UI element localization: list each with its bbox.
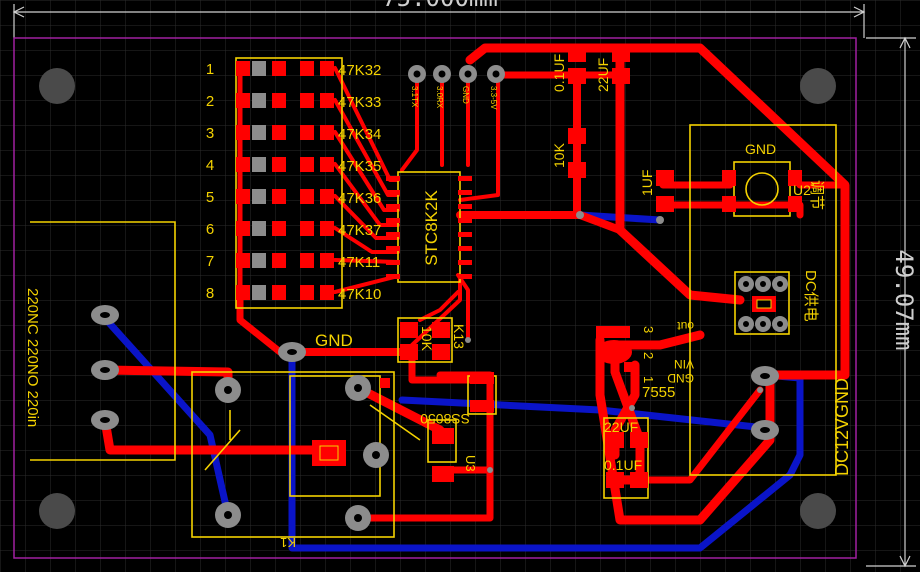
- regulator-pin-number: 3: [641, 326, 656, 333]
- resistor-label: 47K10: [338, 286, 381, 303]
- row-number: 7: [206, 253, 214, 270]
- regulator-pin-name: GND: [667, 371, 694, 385]
- mcu-label: STC8K2K: [422, 190, 441, 266]
- resistor-label-10k-top: 10K: [551, 142, 567, 168]
- transistor-label: SS8050: [420, 411, 470, 427]
- regulator-pin-number: 2: [641, 352, 656, 359]
- silkscreen-outlines: [30, 57, 837, 538]
- resistor-label-10k-mid: 10K: [419, 326, 435, 352]
- row-numbers: 1 2 3 4 5 6 7 8: [206, 61, 214, 302]
- gnd-label-button: GND: [745, 141, 776, 157]
- row-number: 1: [206, 61, 214, 78]
- connector-label: GND: [461, 86, 470, 104]
- resistor-labels: 47K32 47K33 47K34 47K35 47K36 47K37 47K1…: [338, 62, 381, 303]
- header-pads: [236, 61, 334, 300]
- row-number: 2: [206, 93, 214, 110]
- mounting-hole-bottom-left: [39, 493, 75, 529]
- gnd-via-pad: [278, 342, 306, 362]
- regulator-pin-name: VIN: [674, 357, 694, 371]
- mains-pin-labels: 220NC 220NO 220in: [24, 288, 41, 427]
- width-dimension: [12, 4, 866, 38]
- width-dimension-label: 75.000mm: [382, 0, 498, 12]
- mcu-pads: [386, 176, 472, 279]
- dc-power-label: DC供电: [802, 270, 819, 322]
- height-dimension-label: 49.07mm: [890, 249, 918, 350]
- connector-labels: 3.1TX 3.0RX GND 3.3-5V: [410, 86, 498, 110]
- resistor-label: 47K37: [338, 222, 381, 239]
- resistor-label: 47K11: [338, 254, 380, 271]
- u2-label: U2: [793, 182, 811, 198]
- power-connector-pads: [751, 366, 779, 440]
- row-number: 8: [206, 285, 214, 302]
- dc-switch-pads: [738, 276, 788, 332]
- connector-label: 3.3-5V: [489, 86, 498, 110]
- mounting-hole-top-right: [800, 68, 836, 104]
- u3-label: U3: [463, 455, 478, 472]
- height-dimension: [866, 36, 916, 568]
- row-number: 3: [206, 125, 214, 142]
- adjust-label: 调节: [808, 180, 825, 210]
- relay-pads: [215, 375, 389, 531]
- resistor-label: 47K32: [338, 62, 381, 79]
- mounting-hole-top-left: [39, 68, 75, 104]
- row-number: 6: [206, 221, 214, 238]
- vias: [465, 211, 763, 473]
- connector-label: 3.1TX: [410, 86, 419, 108]
- passive-pads: [380, 46, 674, 488]
- gnd-label-main: GND: [315, 331, 353, 350]
- relay-label: K1: [280, 535, 296, 550]
- cap-label-22uf-top: 22UF: [595, 58, 611, 92]
- board-outline: [13, 37, 857, 559]
- regulator-pin-name: out: [677, 319, 694, 333]
- resistor-label: 47K34: [338, 126, 381, 143]
- cap-label-22uf-bottom: 22UF: [604, 419, 638, 435]
- resistor-label: 47K36: [338, 190, 381, 207]
- mains-terminal-pads: [91, 305, 119, 430]
- cap-label-01uf-bottom: 0.1UF: [604, 457, 642, 473]
- regulator-pin-labels: 1 2 3 GND VIN out: [641, 319, 694, 385]
- button-actuator: [745, 172, 779, 206]
- serial-connector-pads: [408, 65, 505, 83]
- button-pads: [722, 170, 802, 212]
- regulator-pin-number: 1: [641, 376, 656, 383]
- cap-label-01uf-top: 0.1UF: [551, 54, 567, 92]
- connector-label: 3.0RX: [435, 86, 444, 109]
- row-number: 5: [206, 189, 214, 206]
- mounting-hole-bottom-right: [800, 493, 836, 529]
- cap-label-1uf: 1UF: [639, 170, 655, 196]
- dc12v-gnd-label: DC12VGND: [832, 378, 852, 476]
- resistor-label-k13: K13: [451, 324, 467, 349]
- row-number: 4: [206, 157, 214, 174]
- resistor-label: 47K35: [338, 158, 381, 175]
- regulator-pad: [596, 340, 632, 364]
- ic-7555-label: 7555: [642, 384, 675, 401]
- resistor-label: 47K33: [338, 94, 381, 111]
